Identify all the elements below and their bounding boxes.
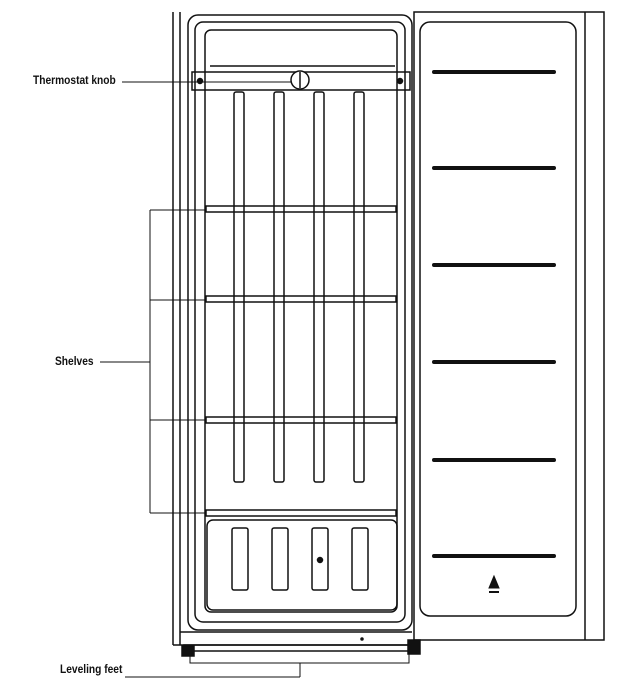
shelf	[205, 509, 397, 517]
label-shelves: Shelves	[55, 354, 94, 368]
label-thermostat-knob: Thermostat knob	[33, 73, 116, 87]
door[interactable]	[413, 11, 605, 641]
shelf	[205, 295, 397, 303]
bottom-drawer[interactable]	[206, 519, 398, 611]
leveling-feet	[181, 639, 421, 657]
label-leveling-feet: Leveling feet	[60, 662, 123, 676]
interior-ribs	[233, 91, 365, 483]
shelf	[205, 205, 397, 213]
recycling-icon	[488, 574, 500, 593]
leader-shelves	[100, 209, 206, 514]
door-racks	[432, 70, 556, 558]
thermostat-knob[interactable]	[290, 70, 310, 90]
cabinet	[172, 12, 418, 652]
leader-feet	[125, 654, 410, 678]
